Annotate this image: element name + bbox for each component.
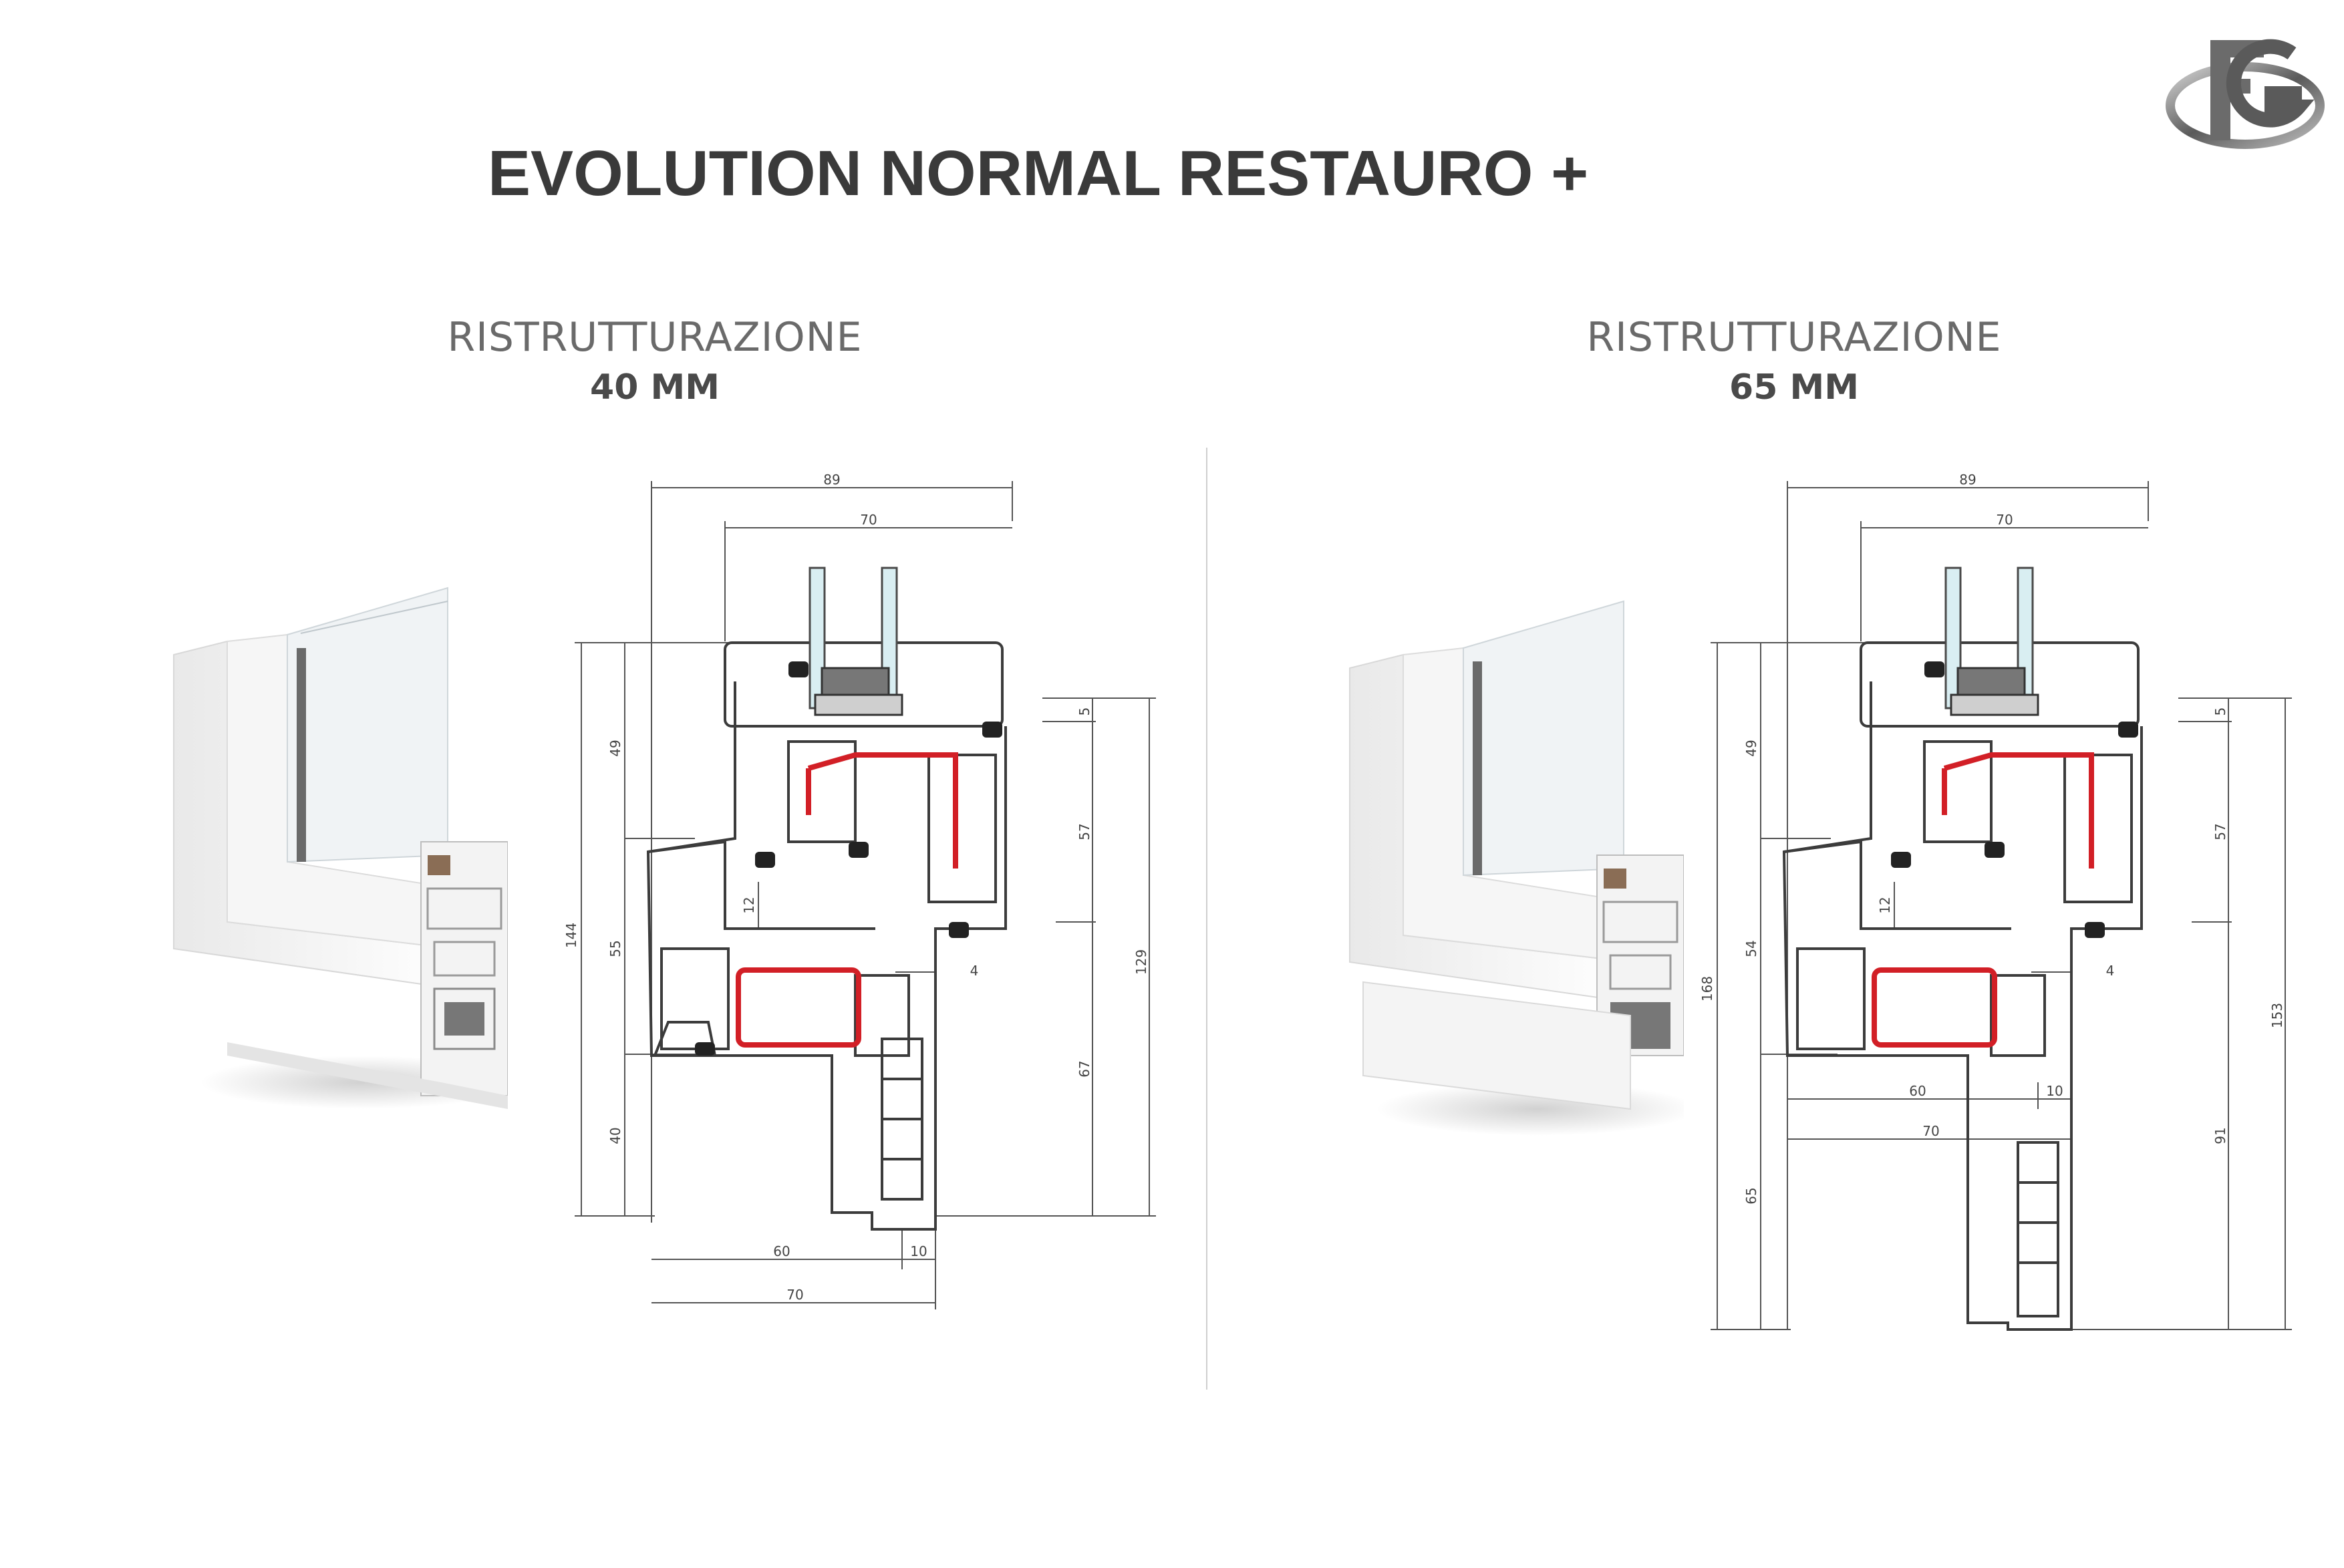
- dim-bottom-70: 70: [786, 1287, 803, 1303]
- dim-right-mid: 57: [2212, 823, 2228, 840]
- gaskets: [695, 661, 1002, 1056]
- section-heading-65mm: RISTRUTTURAZIONE 65 MM: [1560, 314, 2028, 408]
- page-title: EVOLUTION NORMAL RESTAURO +: [488, 138, 1589, 209]
- section-drawing-40mm: 89 70 49 55 40 144 5 57 67 129 12 4 60 1…: [561, 468, 1163, 1313]
- dim-top-glazing: 70: [1996, 512, 2013, 528]
- glazing-bead: [814, 693, 903, 716]
- dim-top-overall: 89: [823, 472, 840, 488]
- vertical-divider: [1206, 448, 1207, 1390]
- dimension-lines: [1711, 481, 2292, 1330]
- dim-mid-height: 54: [1743, 940, 1759, 957]
- section-size-label: 65 MM: [1729, 367, 1859, 408]
- dim-right-top: 5: [1076, 708, 1092, 716]
- dim-total-right: 153: [2269, 1003, 2285, 1028]
- dim-inner-gap: 12: [741, 897, 757, 913]
- glazing-bead: [1950, 693, 2039, 716]
- dim-right-bottom: 91: [2212, 1127, 2228, 1144]
- dim-bottom-10: 10: [910, 1243, 927, 1259]
- dim-right-bottom: 67: [1076, 1060, 1092, 1077]
- dim-inner-gap: 12: [1877, 897, 1893, 913]
- dim-small-offset: 4: [970, 963, 979, 979]
- section-size-label: 40 MM: [590, 367, 720, 408]
- dim-bottom-10: 10: [2046, 1083, 2063, 1099]
- section-subtitle: RISTRUTTURAZIONE: [447, 314, 863, 361]
- profile-outline: [646, 641, 1007, 1231]
- steel-reinforcement: [736, 752, 958, 1048]
- dim-bottom-60: 60: [1909, 1083, 1926, 1099]
- dim-total-right: 129: [1133, 949, 1149, 975]
- dim-right-mid: 57: [1076, 823, 1092, 840]
- section-subtitle: RISTRUTTURAZIONE: [1586, 314, 2002, 361]
- steel-reinforcement: [1872, 752, 2094, 1048]
- spacer-bar: [821, 667, 890, 696]
- gaskets: [1891, 661, 2138, 938]
- dim-small-offset: 4: [2106, 963, 2115, 979]
- spacer-bar: [1956, 667, 2026, 696]
- section-drawing-65mm: 89 70 49 54 65 168 5 57 91 153 12 4 60 1…: [1697, 468, 2299, 1340]
- dim-mid-height: 55: [607, 940, 623, 957]
- dim-bottom-ext: 65: [1743, 1187, 1759, 1204]
- dim-right-top: 5: [2212, 708, 2228, 716]
- dim-sash-height: 49: [607, 740, 623, 756]
- company-logo: [2158, 27, 2332, 154]
- dim-top-glazing: 70: [860, 512, 877, 528]
- frame-render-40mm: [160, 575, 521, 1126]
- dim-total-left: 144: [563, 923, 579, 948]
- frame-render-65mm: [1336, 588, 1697, 1139]
- dim-bottom-ext: 40: [607, 1127, 623, 1144]
- dim-total-left: 168: [1699, 976, 1715, 1001]
- section-heading-40mm: RISTRUTTURAZIONE 40 MM: [421, 314, 889, 408]
- dim-bottom-60: 60: [773, 1243, 790, 1259]
- dim-bottom-70: 70: [1922, 1123, 1939, 1139]
- dimension-lines: [575, 481, 1156, 1309]
- dim-sash-height: 49: [1743, 740, 1759, 756]
- dim-top-overall: 89: [1959, 472, 1976, 488]
- profile-outline: [1782, 641, 2143, 1331]
